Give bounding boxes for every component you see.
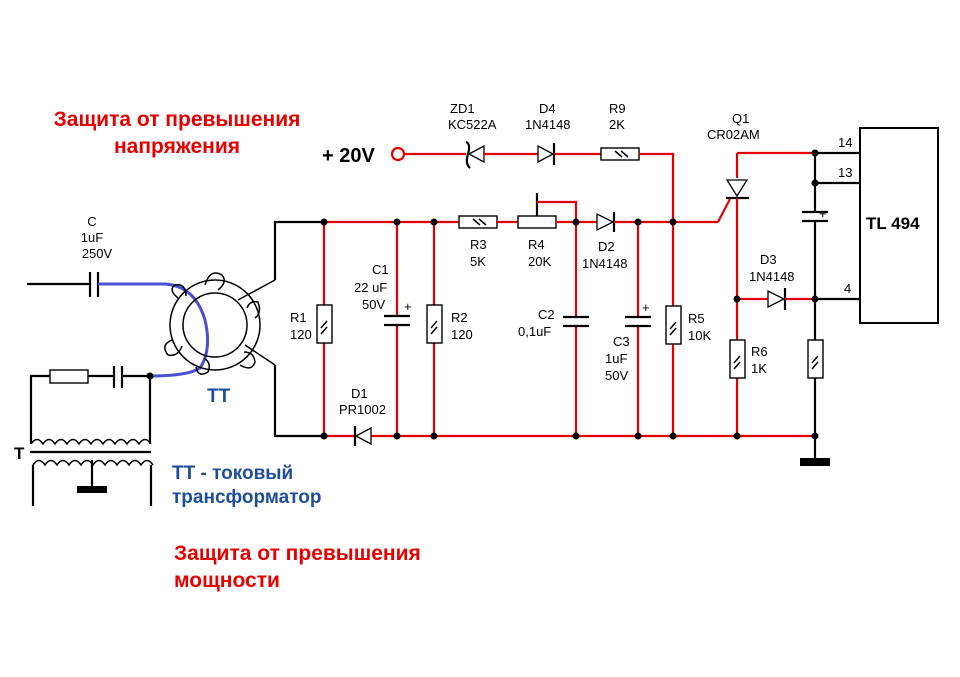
r9-ref: R9 <box>609 101 626 116</box>
input-capacitor-c: C 1uF 250V <box>27 214 113 297</box>
thyristor-q1: Q1 CR02AM <box>707 111 760 436</box>
c1-value: 22 uF <box>354 280 387 295</box>
q1-ref: Q1 <box>732 111 749 126</box>
diode-d4: D4 1N4148 <box>525 101 571 165</box>
r3-ref: R3 <box>470 237 487 252</box>
transformer-t: T <box>14 366 154 506</box>
overpower-title-line2: мощности <box>174 569 280 592</box>
r1-value: 120 <box>290 327 312 342</box>
potentiometer-r4: R4 20K <box>517 193 578 269</box>
resistor-pin4-pulldown <box>807 339 824 379</box>
tt-label: TT <box>207 386 231 407</box>
overvoltage-title-line1: Защита от превышения <box>54 108 301 131</box>
capacitor-c3: + C3 1uF 50V <box>605 222 651 436</box>
c-voltage: 250V <box>82 246 113 261</box>
ic-pin-13: 13 <box>838 165 852 180</box>
resistor-r6: R6 1K <box>729 339 768 379</box>
c2-ref: C2 <box>538 307 555 322</box>
capacitor-c2: C2 0,1uF <box>518 222 589 436</box>
q1-value: CR02AM <box>707 127 760 142</box>
d4-ref: D4 <box>539 101 556 116</box>
c-value: 1uF <box>81 230 103 245</box>
ic-pin-4: 4 <box>844 281 851 296</box>
r5-ref: R5 <box>688 311 705 326</box>
c-ref: C <box>87 214 96 229</box>
zd1-value: KC522A <box>448 117 497 132</box>
supply-terminal <box>390 146 406 162</box>
d2-ref: D2 <box>598 239 615 254</box>
c3-ref: C3 <box>613 334 630 349</box>
ic-tl494: TL 494 14 13 4 <box>838 127 939 324</box>
r2-ref: R2 <box>451 310 468 325</box>
tt-desc-line1: TT - токовый <box>172 463 293 484</box>
ic-cap-plus: + <box>819 206 827 221</box>
ground-symbol <box>800 458 830 466</box>
r1-ref: R1 <box>290 310 307 325</box>
d1-value: PR1002 <box>339 402 386 417</box>
overpower-title-line1: Защита от превышения <box>174 542 421 565</box>
ic-pin-14: 14 <box>838 135 852 150</box>
r5-value: 10K <box>688 328 711 343</box>
c1-voltage: 50V <box>362 297 385 312</box>
d1-ref: D1 <box>351 386 368 401</box>
c3-voltage: 50V <box>605 368 628 383</box>
tt-desc-line2: трансформатор <box>172 487 322 508</box>
r9-value: 2K <box>609 117 625 132</box>
c1-ref: C1 <box>372 262 389 277</box>
t-label: T <box>14 444 25 463</box>
diode-d2: D2 1N4148 <box>582 212 628 271</box>
ic-name: TL 494 <box>866 214 920 233</box>
resistor-r2: R2 120 <box>426 222 473 436</box>
zener-zd1: ZD1 KC522A <box>448 101 497 169</box>
d4-value: 1N4148 <box>525 117 571 132</box>
junction-dots <box>320 149 819 440</box>
r4-ref: R4 <box>528 237 545 252</box>
r6-ref: R6 <box>751 344 768 359</box>
zd1-ref: ZD1 <box>450 101 475 116</box>
resistor-r1: R1 120 <box>290 222 333 436</box>
r6-value: 1K <box>751 361 767 376</box>
r4-value: 20K <box>528 254 551 269</box>
overvoltage-title-line2: напряжения <box>114 135 240 158</box>
c1-plus: + <box>404 299 412 314</box>
d3-ref: D3 <box>760 252 777 267</box>
resistor-r9: R9 2K <box>600 101 640 161</box>
supply-label: + 20V <box>322 145 375 167</box>
primary-wire <box>98 282 210 378</box>
d2-value: 1N4148 <box>582 256 628 271</box>
c3-plus: + <box>642 300 650 315</box>
capacitor-c1: + C1 22 uF 50V <box>354 222 412 436</box>
resistor-r5: R5 10K <box>665 153 711 436</box>
tt-lead-bottom <box>273 365 324 438</box>
resistor-r3: R3 5K <box>458 215 498 269</box>
c2-value: 0,1uF <box>518 324 551 339</box>
diode-d3: D3 1N4148 <box>737 252 815 310</box>
r2-value: 120 <box>451 327 473 342</box>
c3-value: 1uF <box>605 351 627 366</box>
diode-d1: D1 PR1002 <box>339 386 386 446</box>
current-transformer-tt: TT <box>164 272 276 407</box>
r3-value: 5K <box>470 254 486 269</box>
tt-lead-top <box>273 220 324 280</box>
d3-value: 1N4148 <box>749 269 795 284</box>
